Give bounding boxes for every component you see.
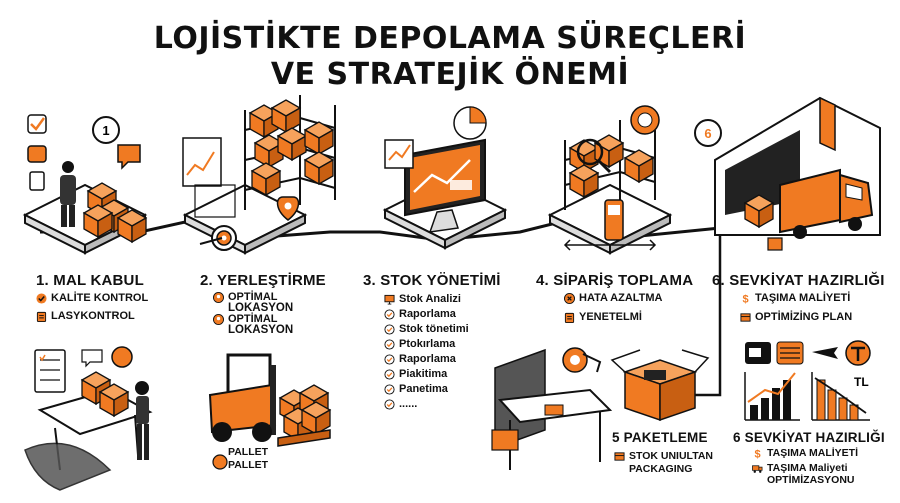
page-title-line-1: LOJİSTİKTE DEPOLAMA SÜREÇLERİ xyxy=(153,21,747,56)
step3-heading: 3. STOK YÖNETİMİ xyxy=(363,272,501,289)
flow-line-right xyxy=(690,230,722,397)
check-circle-icon xyxy=(384,339,395,350)
packaging-item-1: STOK UNIULTAN xyxy=(614,450,713,462)
order-picking-illustration xyxy=(549,105,671,254)
step1-heading: 1. MAL KABUL xyxy=(36,272,144,289)
step3-item-5: Raporlama xyxy=(384,353,456,365)
step6-item-1: $ TAŞIMA MALİYETİ xyxy=(740,292,850,304)
step1-item-1: KALİTE KONTROL xyxy=(36,292,148,304)
check-circle-icon xyxy=(384,324,395,335)
placement-illustration xyxy=(182,95,336,254)
svg-text:6: 6 xyxy=(704,126,711,141)
map-pin-icon xyxy=(213,292,224,303)
transport-icons xyxy=(745,340,871,366)
map-pin-icon xyxy=(213,314,224,325)
dollar-icon: $ xyxy=(742,294,748,304)
step2-item-2: LOKASYON xyxy=(228,302,294,314)
pallet-label-2: PALLET xyxy=(228,459,269,471)
step3-item-8: ...... xyxy=(384,398,417,410)
step6-heading: 6. SEVKİYAT HAZIRLIĞI xyxy=(712,272,885,289)
step3-item-3: Stok tönetimi xyxy=(384,323,469,335)
step3-item-6: Piakitima xyxy=(384,368,447,380)
step2-heading: 2. YERLEŞTİRME xyxy=(200,272,326,289)
svg-text:1: 1 xyxy=(102,123,109,138)
step2-item-1: OPTİMAL xyxy=(213,291,278,303)
check-circle-icon xyxy=(384,309,395,320)
shipping-dock-illustration: 6 xyxy=(694,96,881,251)
monitor-icon xyxy=(384,294,395,305)
check-circle-icon xyxy=(384,354,395,365)
step4-heading: 4. SİPARİŞ TOPLAMA xyxy=(536,272,694,289)
flow-line xyxy=(40,220,761,242)
truck-icon xyxy=(752,465,763,473)
clipboard-icon xyxy=(36,311,47,322)
shipping2-item-3: OPTİMİZASYONU xyxy=(767,474,855,486)
x-circle-icon xyxy=(564,293,575,304)
dollar-icon: $ xyxy=(754,449,760,459)
svg-text:TL: TL xyxy=(854,375,869,389)
step2-item-4: LOKASYON xyxy=(228,324,294,336)
packaging-item-2: PACKAGING xyxy=(629,463,693,475)
packaging-heading: 5 PAKETLEME xyxy=(612,430,708,445)
check-circle-icon xyxy=(384,369,395,380)
step3-item-4: Ptokırlama xyxy=(384,338,455,350)
packaging-station-illustration xyxy=(491,347,613,470)
forklift-illustration xyxy=(208,353,331,470)
svg-text:$: $ xyxy=(754,449,760,459)
step6-item-2: OPTİMİZİNG PLAN xyxy=(740,311,852,323)
page-title-line-2: VE STRATEJİK ÖNEMİ xyxy=(270,57,630,92)
pallet-label-1: PALLET xyxy=(228,446,269,458)
check-circle-icon xyxy=(384,399,395,410)
check-circle-icon xyxy=(384,384,395,395)
svg-text:$: $ xyxy=(742,294,748,304)
box-icon xyxy=(740,313,751,322)
step3-item-1: Stok Analizi xyxy=(384,293,461,305)
step4-item-1: HATA AZALTMA xyxy=(564,292,663,304)
parcel-box-illustration xyxy=(610,349,710,422)
check-circle-icon xyxy=(36,293,47,304)
shipping2-item-2: TAŞIMA Maliyeti xyxy=(752,462,848,474)
step3-item-2: Raporlama xyxy=(384,308,456,320)
step1-item-2: LASYKONTROL xyxy=(36,310,135,322)
stock-management-illustration xyxy=(384,106,506,249)
cost-bar-chart xyxy=(744,372,800,421)
shipping2-item-1: $ TAŞIMA MALİYETİ xyxy=(752,447,858,459)
decline-bar-chart: TL xyxy=(811,372,870,421)
box-icon xyxy=(614,452,625,461)
shipping2-heading: 6 SEVKİYAT HAZIRLIĞI xyxy=(733,430,885,445)
inspection-desk-illustration xyxy=(24,346,153,491)
step4-item-2: YENETELMİ xyxy=(564,311,642,323)
clipboard-icon xyxy=(564,312,575,323)
step2-item-3: OPTİMAL xyxy=(213,313,278,325)
receiving-illustration: 1 xyxy=(24,114,147,254)
step3-item-7: Panetima xyxy=(384,383,448,395)
